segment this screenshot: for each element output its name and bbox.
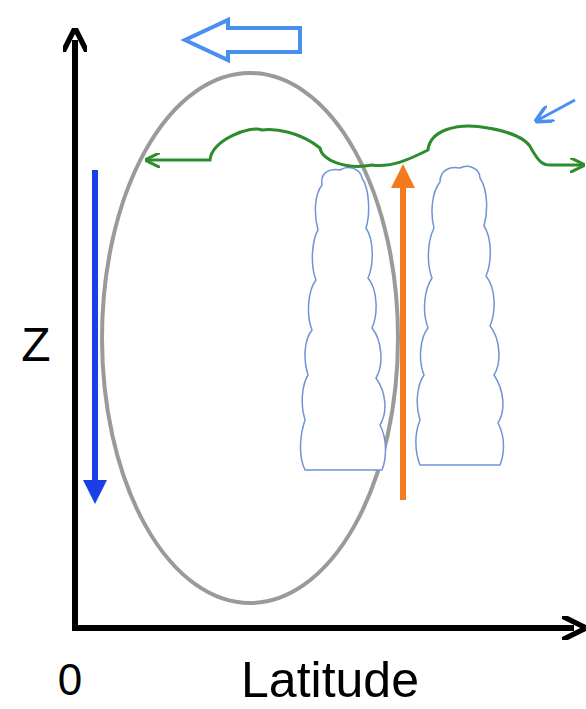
axis-label: Z — [21, 321, 50, 369]
circulation-cell — [102, 73, 398, 603]
axis-label: Latitude — [241, 655, 419, 705]
convective-cloud — [300, 168, 385, 470]
descending-motion-arrow — [92, 170, 98, 492]
wave-tropopause — [148, 126, 582, 166]
z-axis — [72, 40, 78, 628]
latitude-axis — [72, 625, 574, 631]
convective-cloud — [416, 166, 504, 465]
rising-motion-arrow — [400, 176, 406, 500]
wave-propagation-arrow — [538, 100, 575, 120]
outflow-arrow — [185, 20, 300, 60]
origin-number: 0 — [58, 658, 82, 702]
